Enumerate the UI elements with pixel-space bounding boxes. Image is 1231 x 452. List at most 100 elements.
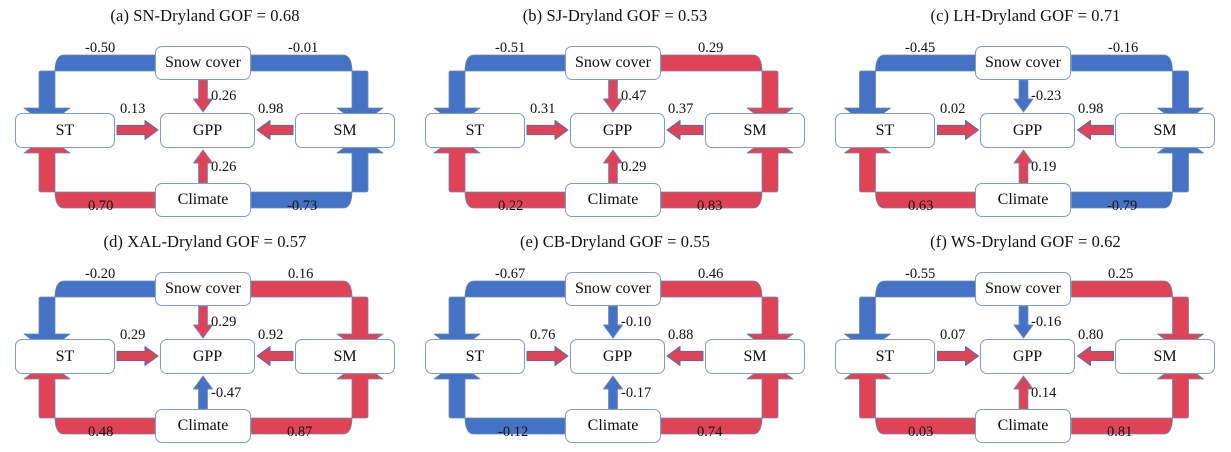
node-label: Climate	[587, 417, 639, 434]
node-label: Climate	[177, 191, 229, 208]
node-label: Climate	[997, 417, 1049, 434]
coef-snow-to-gpp: -0.16	[1031, 314, 1062, 330]
coef-snow-to-st: -0.50	[85, 40, 116, 56]
node-st: ST	[835, 113, 935, 148]
coef-climate-to-sm: 0.81	[1107, 424, 1133, 440]
node-label: Snow cover	[985, 54, 1061, 71]
node-label: GPP	[192, 347, 223, 365]
node-label: ST	[465, 347, 485, 365]
coef-climate-to-st: 0.48	[88, 424, 114, 440]
node-gpp: GPP	[570, 113, 665, 148]
node-gpp: GPP	[160, 113, 255, 148]
node-climate: Climate	[565, 183, 661, 217]
panel-title-b: (b) SJ-Dryland GOF = 0.53	[522, 6, 708, 25]
node-sm: SM	[1115, 339, 1215, 374]
path-arrows-c	[844, 54, 1204, 209]
coef-st-to-gpp: 0.76	[530, 327, 556, 343]
coef-st-to-gpp: 0.07	[940, 327, 966, 343]
node-gpp: GPP	[570, 339, 665, 374]
node-snow-cover: Snow cover	[975, 272, 1071, 306]
coef-snow-to-st: -0.51	[495, 40, 526, 56]
coef-st-to-gpp: 0.31	[530, 101, 556, 117]
node-gpp: GPP	[980, 339, 1075, 374]
node-climate: Climate	[975, 409, 1071, 443]
coef-climate-to-st: 0.22	[498, 198, 524, 214]
node-gpp: GPP	[160, 339, 255, 374]
coef-st-to-gpp: 0.29	[120, 327, 146, 343]
coef-snow-to-sm: 0.16	[288, 266, 314, 282]
node-label: GPP	[1012, 347, 1043, 365]
node-label: Snow cover	[575, 280, 651, 297]
node-sm: SM	[295, 339, 395, 374]
node-label: ST	[55, 347, 75, 365]
node-snow-cover: Snow cover	[155, 272, 251, 306]
node-label: GPP	[602, 121, 633, 139]
node-label: ST	[875, 121, 895, 139]
coef-snow-to-sm: 0.46	[698, 266, 724, 282]
coef-snow-to-sm: -0.01	[288, 40, 319, 56]
coef-sm-to-gpp: 0.98	[1078, 101, 1104, 117]
coef-sm-to-gpp: 0.98	[258, 101, 284, 117]
coef-snow-to-st: -0.45	[905, 40, 936, 56]
coef-climate-to-sm: 0.74	[697, 424, 723, 440]
coef-snow-to-st: -0.67	[495, 266, 526, 282]
coef-climate-to-sm: -0.73	[287, 198, 318, 214]
node-sm: SM	[295, 113, 395, 148]
node-climate: Climate	[155, 183, 251, 217]
coef-snow-to-gpp: 0.29	[211, 314, 237, 330]
coef-climate-to-sm: 0.87	[287, 424, 313, 440]
node-label: SM	[1153, 347, 1177, 365]
node-label: SM	[743, 347, 767, 365]
coef-st-to-gpp: 0.02	[940, 101, 966, 117]
node-label: ST	[465, 121, 485, 139]
node-gpp: GPP	[980, 113, 1075, 148]
node-label: SM	[1153, 121, 1177, 139]
node-snow-cover: Snow cover	[975, 46, 1071, 80]
panel-title-e: (e) CB-Dryland GOF = 0.55	[519, 232, 711, 251]
coef-snow-to-st: -0.55	[905, 266, 936, 282]
coef-sm-to-gpp: 0.80	[1078, 327, 1104, 343]
node-label: Climate	[587, 191, 639, 208]
node-sm: SM	[705, 339, 805, 374]
coef-snow-to-gpp: -0.10	[621, 314, 652, 330]
coef-snow-to-sm: 0.25	[1108, 266, 1134, 282]
node-label: SM	[333, 347, 357, 365]
coef-sm-to-gpp: 0.88	[668, 327, 694, 343]
coef-climate-to-gpp: 0.26	[211, 159, 237, 175]
coef-snow-to-gpp: 0.47	[621, 88, 647, 104]
node-climate: Climate	[155, 409, 251, 443]
coef-snow-to-st: -0.20	[85, 266, 116, 282]
node-label: SM	[333, 121, 357, 139]
node-label: ST	[875, 347, 895, 365]
node-snow-cover: Snow cover	[155, 46, 251, 80]
node-label: GPP	[192, 121, 223, 139]
node-st: ST	[15, 113, 115, 148]
node-climate: Climate	[975, 183, 1071, 217]
panel-title-a: (a) SN-Dryland GOF = 0.68	[110, 6, 300, 25]
node-label: Climate	[997, 191, 1049, 208]
node-label: GPP	[1012, 121, 1043, 139]
coef-snow-to-gpp: 0.26	[211, 88, 237, 104]
panel-title-f: (f) WS-Dryland GOF = 0.62	[930, 232, 1121, 251]
node-label: GPP	[602, 347, 633, 365]
node-snow-cover: Snow cover	[565, 46, 661, 80]
path-arrows-e	[433, 280, 794, 435]
node-snow-cover: Snow cover	[565, 272, 661, 306]
coef-climate-to-sm: -0.79	[1107, 198, 1138, 214]
node-st: ST	[425, 339, 525, 374]
coef-climate-to-st: 0.03	[908, 424, 934, 440]
node-st: ST	[15, 339, 115, 374]
node-label: Snow cover	[575, 54, 651, 71]
coef-climate-to-gpp: -0.17	[621, 385, 652, 401]
node-label: Snow cover	[985, 280, 1061, 297]
path-arrows-f	[844, 280, 1204, 435]
coef-climate-to-gpp: -0.47	[211, 385, 242, 401]
node-st: ST	[835, 339, 935, 374]
node-label: Snow cover	[165, 54, 241, 71]
